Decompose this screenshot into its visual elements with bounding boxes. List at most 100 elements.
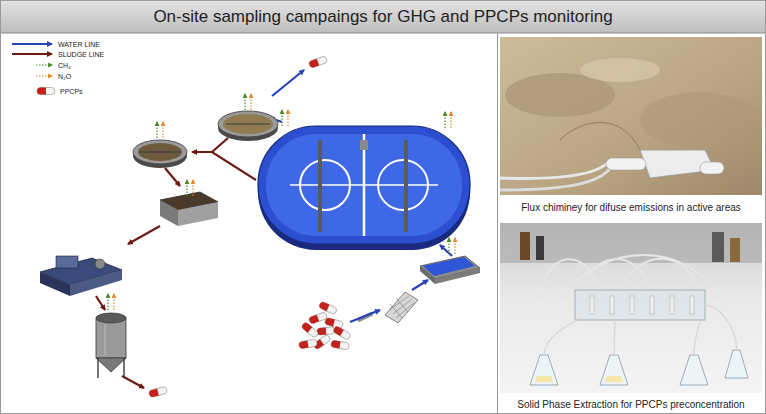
thickener [140,151,180,152]
photo-spe-manifold [575,290,705,320]
photo-flux-chamber [500,160,610,178]
photo-spe-manifold [725,350,748,378]
sludge-tank [178,202,218,226]
thickener [133,140,187,164]
sludge-arrow [165,168,180,186]
photo-spe-manifold [544,305,737,355]
legend-sample [12,44,55,95]
legend-text: PPCPs [60,87,83,96]
header-band [0,0,766,33]
photo-spe-manifold [536,236,544,260]
dewatering-unit [40,272,70,296]
sludge-arrow [96,138,256,388]
photo-flux-chamber [560,123,640,151]
aeration-tank [258,126,470,250]
legend-text: WATER LINE [58,40,100,49]
digester-silo [123,358,124,378]
title-band: On-site sampling campaings for GHG and P… [0,0,766,33]
photo-flux-chamber [580,58,660,82]
digester-silo [96,313,126,323]
ppcp-pile [324,317,343,328]
panel-frame [497,33,498,414]
photo-spe-manifold [590,296,594,314]
aeration-tank [258,126,470,244]
photo-flux-chamber [500,166,612,190]
illustration [148,386,167,397]
dewatering-unit [95,259,105,269]
legend-sample [36,64,52,65]
aeration-tank [404,140,408,232]
thickener [133,140,187,168]
photo-spe-manifold [680,355,708,385]
photo-caption: Solid Phase Extraction for PPCPs preconc… [498,399,764,411]
ppcp-pile [308,312,327,325]
photo-spe-manifold [500,223,762,393]
sludge-arrow [192,152,256,180]
water-arrow [350,310,380,322]
illustration [187,180,193,196]
photo-flux-chamber [500,37,762,195]
water-arrow [412,280,428,290]
illustration [108,294,114,310]
pretreatment-channel [420,266,435,284]
sludge-arrow [212,138,228,152]
photo-spe-manifold [712,232,724,262]
photo-spe-manifold [500,223,762,393]
secondary-clarifier [223,114,273,134]
legend-sample [36,75,52,76]
photo-spe-manifold [730,238,740,262]
illustration [157,122,163,138]
sludge-arrow [122,376,144,388]
ppcp-pile [299,301,352,350]
photo-spe-manifold [600,355,628,385]
title-text: On-site sampling campaings for GHG and P… [153,7,612,27]
aeration-tank [318,140,322,232]
photo-spe-manifold [500,223,762,263]
screen [357,292,418,323]
ppcp-pile [318,301,337,315]
thickener [138,143,182,161]
ppcp-pile [331,340,350,350]
secondary-clarifier [226,123,270,124]
legend-sample [12,43,52,45]
sludge-tank [160,200,178,226]
photo-spe-manifold [605,376,623,382]
digester-silo [97,358,98,378]
dewatering-unit [70,270,122,296]
water-arrow [440,245,452,256]
photo-spe-manifold [520,232,530,260]
photo-spe-manifold [610,296,614,314]
digester-silo [96,358,126,372]
ppcp-pile [332,325,351,340]
sludge-arrow [128,226,160,244]
legend-sample [37,88,55,95]
photo-flux-chamber [640,92,760,148]
photo-spe-manifold [630,296,634,314]
digester-silo [105,325,106,355]
aeration-tank [360,140,368,150]
photo-spe-manifold [535,376,553,382]
sludge-arrow [96,296,105,310]
pretreatment-channel [420,256,480,284]
legend-sample [12,53,52,55]
header-band [0,33,766,34]
legend-text: CH₄ [58,61,71,70]
aeration-tank [290,184,438,186]
aeration-tank [266,134,462,236]
photo-flux-chamber [500,37,762,195]
secondary-clarifier [218,111,278,137]
illustration [308,56,327,69]
photo-flux-chamber [700,162,724,174]
photo-caption: Flux chiminey for difuse emissions in ac… [498,202,764,214]
sludge-tank [160,192,218,226]
illustration [282,110,288,126]
ppcp-pile [301,322,319,339]
pretreatment-channel [435,268,480,284]
photo-spe-manifold [670,296,674,314]
secondary-clarifier [218,111,278,141]
legend-text: N₂O [58,72,71,81]
illustration [445,112,451,128]
illustration [449,238,455,254]
